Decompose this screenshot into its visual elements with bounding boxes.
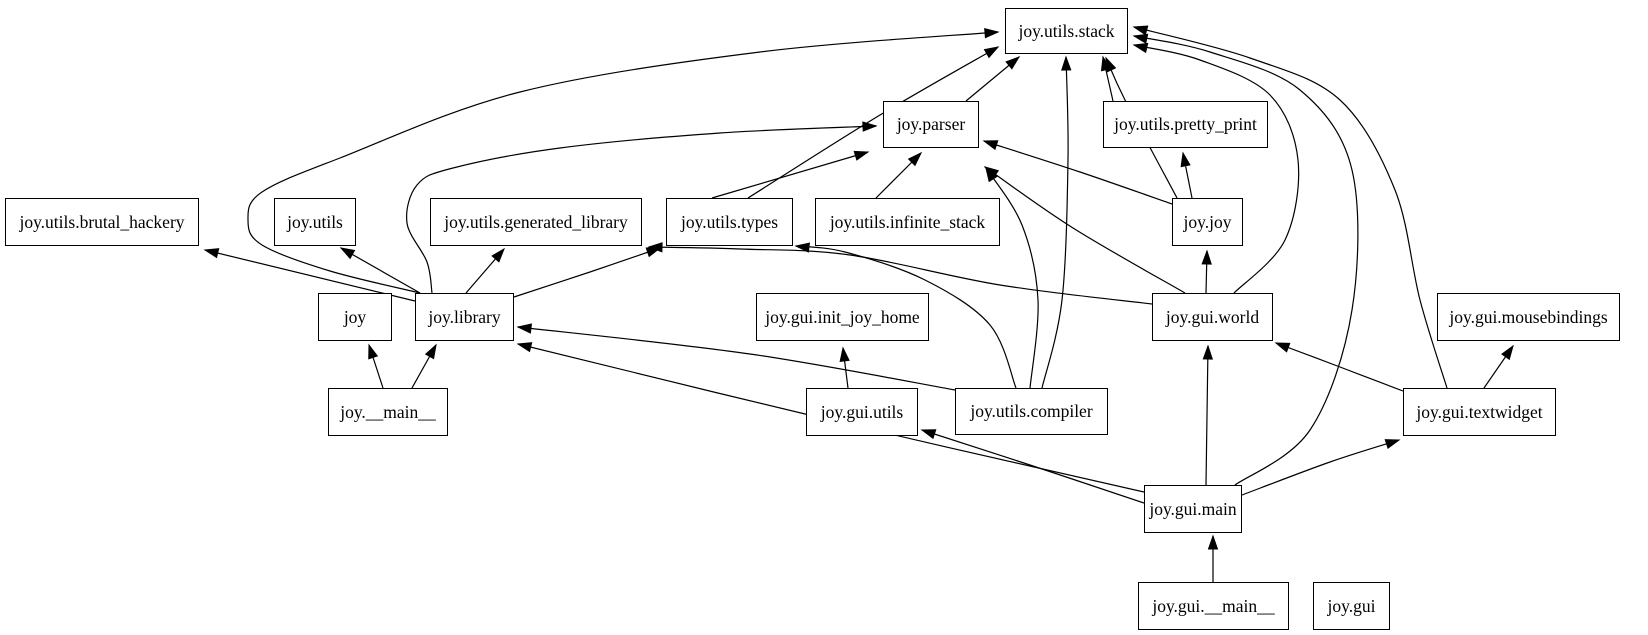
node-label-gui_main: joy.gui.main <box>1149 498 1237 519</box>
graph-node-types: joy.utils.types <box>666 198 793 246</box>
arrowhead-world-stack <box>1132 42 1149 54</box>
edge-library-brutal_hackery <box>204 249 416 302</box>
edge-world-stack <box>1133 44 1300 294</box>
arrowhead-joy_joy-pretty_print <box>1180 151 1191 168</box>
arrowhead-textwidget-world <box>1274 342 1291 353</box>
edge-library-parser <box>406 125 877 294</box>
arrowhead-world-generated_library <box>647 242 663 253</box>
arrowhead-library-utils <box>339 247 356 260</box>
node-label-compiler: joy.utils.compiler <box>970 401 1093 421</box>
arrowhead-library-parser <box>862 121 878 132</box>
edge-joy_joy-parser <box>983 140 1173 205</box>
graph-node-pretty_print: joy.utils.pretty_print <box>1103 101 1268 148</box>
edge-library-stack <box>247 31 999 294</box>
arrowhead-gui_utils-init_joy_home <box>839 346 850 363</box>
node-label-gui_utils: joy.gui.utils <box>820 401 904 422</box>
arrowhead-compiler-parser <box>985 166 998 183</box>
edge-textwidget-world <box>1275 342 1404 392</box>
edge-world-parser <box>984 166 1186 294</box>
arrowhead-library-generated_library <box>491 247 505 263</box>
node-label-infinite_stack: joy.utils.infinite_stack <box>829 211 986 232</box>
graph-node-gui_main: joy.gui.main <box>1144 485 1242 533</box>
node-label-gui: joy.gui <box>1327 595 1376 616</box>
edge-gui_main-gui_utils <box>921 429 1145 504</box>
graph-node-brutal_hackery: joy.utils.brutal_hackery <box>5 198 199 246</box>
arrowhead-gui_main-library <box>516 342 533 353</box>
node-label-main_: joy.__main__ <box>340 401 436 422</box>
node-label-joy: joy <box>343 306 367 327</box>
edge-gui_main-stack <box>1133 35 1359 486</box>
node-label-types: joy.utils.types <box>680 211 779 232</box>
arrowhead-gui_main-stack <box>1132 33 1149 44</box>
node-label-parser: joy.parser <box>896 114 966 134</box>
graph-node-gui: joy.gui <box>1313 582 1390 630</box>
arrowhead-main_-joy <box>368 343 379 360</box>
graph-node-joy_joy: joy.joy <box>1172 198 1243 246</box>
edge-gui_main-textwidget <box>1241 439 1400 496</box>
graph-node-generated_library: joy.utils.generated_library <box>430 198 642 246</box>
node-label-textwidget: joy.gui.textwidget <box>1416 401 1543 422</box>
node-label-generated_library: joy.utils.generated_library <box>444 211 628 232</box>
node-label-init_joy_home: joy.gui.init_joy_home <box>765 306 920 327</box>
node-label-pretty_print: joy.utils.pretty_print <box>1114 114 1257 134</box>
graph-node-compiler: joy.utils.compiler <box>955 388 1108 435</box>
graph-node-gui_utils: joy.gui.utils <box>806 388 918 436</box>
arrowhead-library-stack <box>984 27 1000 39</box>
edge-types-stack <box>747 46 999 199</box>
node-label-world: joy.gui.world <box>1165 306 1260 327</box>
graph-node-world: joy.gui.world <box>1152 293 1273 341</box>
node-label-joy_joy: joy.joy <box>1183 211 1232 232</box>
edge-library-utils <box>340 247 421 294</box>
edge-compiler-types <box>795 245 1017 389</box>
edge-types-parser <box>711 151 869 199</box>
graph-node-stack: joy.utils.stack <box>1005 8 1128 54</box>
arrowhead-gui_main_-gui_main <box>1207 534 1219 550</box>
graph-node-parser: joy.parser <box>883 101 979 148</box>
arrowhead-types-parser <box>853 150 870 161</box>
arrowhead-joy_joy-stack <box>1105 56 1117 73</box>
edge-compiler-parser <box>985 167 1039 389</box>
arrowhead-compiler-types <box>794 242 811 253</box>
arrowhead-compiler-library <box>516 323 533 334</box>
arrowhead-infinite_stack-parser <box>907 151 923 167</box>
node-label-utils: joy.utils <box>287 211 343 232</box>
node-label-gui_main_: joy.gui.__main__ <box>1152 595 1275 616</box>
arrowhead-compiler-stack <box>1061 55 1072 71</box>
edge-library-types <box>513 247 661 298</box>
node-label-brutal_hackery: joy.utils.brutal_hackery <box>19 211 185 232</box>
graph-node-gui_main_: joy.gui.__main__ <box>1138 582 1289 630</box>
node-label-mousebindings: joy.gui.mousebindings <box>1449 306 1608 327</box>
graph-node-textwidget: joy.gui.textwidget <box>1403 388 1556 436</box>
edge-compiler-library <box>517 326 956 391</box>
arrowhead-main_-library <box>424 343 437 360</box>
edge-textwidget-stack <box>1133 26 1448 389</box>
graph-node-utils: joy.utils <box>274 198 356 246</box>
arrowhead-world-joy_joy <box>1201 249 1212 265</box>
arrowhead-gui_main-textwidget <box>1384 439 1401 450</box>
arrowhead-types-stack <box>983 46 1000 59</box>
edge-gui_main-world <box>1205 345 1209 486</box>
arrowhead-textwidget-stack <box>1132 25 1149 36</box>
graph-node-init_joy_home: joy.gui.init_joy_home <box>756 293 929 341</box>
arrowhead-joy_joy-parser <box>982 140 999 151</box>
node-label-library: joy.library <box>428 306 501 327</box>
edge-compiler-stack <box>1041 56 1069 389</box>
node-label-stack: joy.utils.stack <box>1018 20 1115 41</box>
graph-node-main_: joy.__main__ <box>328 388 448 436</box>
arrowhead-gui_main-world <box>1202 344 1214 360</box>
graph-node-infinite_stack: joy.utils.infinite_stack <box>815 198 1000 246</box>
graph-node-library: joy.library <box>415 293 514 341</box>
arrowhead-textwidget-mousebindings <box>1501 344 1514 361</box>
arrowhead-library-brutal_hackery <box>203 248 220 259</box>
arrowhead-gui_main-gui_utils <box>920 429 937 440</box>
graph-node-mousebindings: joy.gui.mousebindings <box>1437 293 1620 341</box>
arrowhead-parser-stack <box>1005 56 1021 70</box>
graph-node-joy: joy <box>318 293 392 341</box>
